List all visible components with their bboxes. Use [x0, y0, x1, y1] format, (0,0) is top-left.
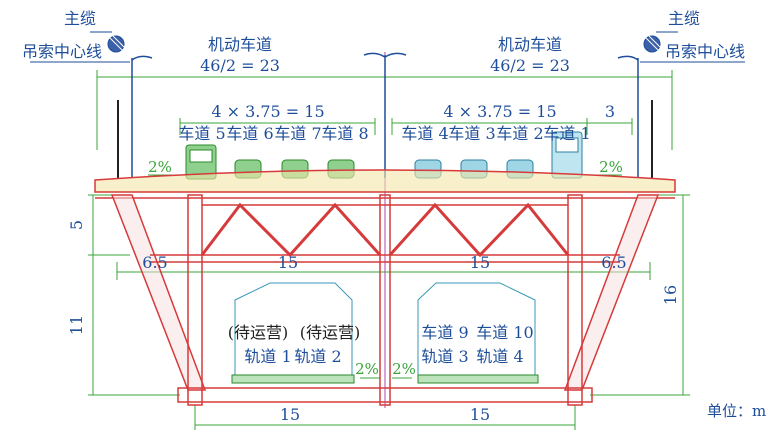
- track-label: 轨道 3: [421, 347, 468, 366]
- lane-label: 车道 7: [274, 124, 321, 143]
- lane-label: 车道 9: [421, 323, 468, 342]
- dim-lower-height: 11: [67, 315, 86, 335]
- lane-label: 车道 5: [178, 124, 225, 143]
- lane-label: 车道 1: [543, 124, 590, 143]
- unit-label: 单位：m: [707, 402, 766, 420]
- dim-cantilever-right: 6.5: [601, 253, 626, 272]
- slope-label-lower-right: 2%: [392, 360, 416, 378]
- main-cable-label-left: 主缆: [64, 9, 96, 28]
- motor-lanes-right-dim: 46/2 = 23: [490, 56, 570, 75]
- motor-lanes-left-dim: 46/2 = 23: [200, 56, 280, 75]
- dim-upper-height: 5: [67, 220, 86, 230]
- rail-envelopes: [231, 282, 539, 384]
- lamp-posts: [117, 52, 653, 178]
- track-label: 轨道 2: [294, 347, 341, 366]
- outer-lane-dim: 3: [605, 102, 615, 121]
- dim-mid-left: 15: [278, 253, 298, 272]
- main-cable-label-right: 主缆: [668, 9, 700, 28]
- lane-label: 车道 3: [448, 124, 495, 143]
- dim-total-height: 16: [661, 285, 680, 305]
- lane-group-right-dim: 4 × 3.75 = 15: [443, 102, 556, 121]
- dim-cantilever-left: 6.5: [142, 253, 167, 272]
- motor-lanes-right-title: 机动车道: [498, 35, 562, 54]
- rail-status-label: (待运营): [300, 323, 361, 342]
- lane-group-left-dim: 4 × 3.75 = 15: [211, 102, 324, 121]
- lane-label: 车道 6: [226, 124, 273, 143]
- slope-label-lower-left: 2%: [355, 360, 379, 378]
- lane-label: 车道 2: [496, 124, 543, 143]
- main-cable-left: [107, 35, 125, 53]
- dim-bottom-left: 15: [280, 405, 300, 424]
- lane-label: 车道 8: [321, 124, 368, 143]
- track-label: 轨道 1: [244, 347, 291, 366]
- slope-label-left: 2%: [148, 158, 172, 176]
- track-label: 轨道 4: [476, 347, 523, 366]
- motor-lanes-left-title: 机动车道: [208, 35, 272, 54]
- dim-mid-right: 15: [470, 253, 490, 272]
- main-cable-right: [643, 35, 661, 53]
- slope-label-right: 2%: [599, 158, 623, 176]
- hanger-centerline-label-right: 吊索中心线: [665, 42, 745, 61]
- dim-bottom-right: 15: [470, 405, 490, 424]
- rail-status-label: (待运营): [228, 323, 289, 342]
- lane-label: 车道 10: [476, 323, 533, 342]
- box-girder: [94, 169, 676, 406]
- hanger-centerline-label-left: 吊索中心线: [22, 42, 102, 61]
- lane-label: 车道 4: [401, 124, 448, 143]
